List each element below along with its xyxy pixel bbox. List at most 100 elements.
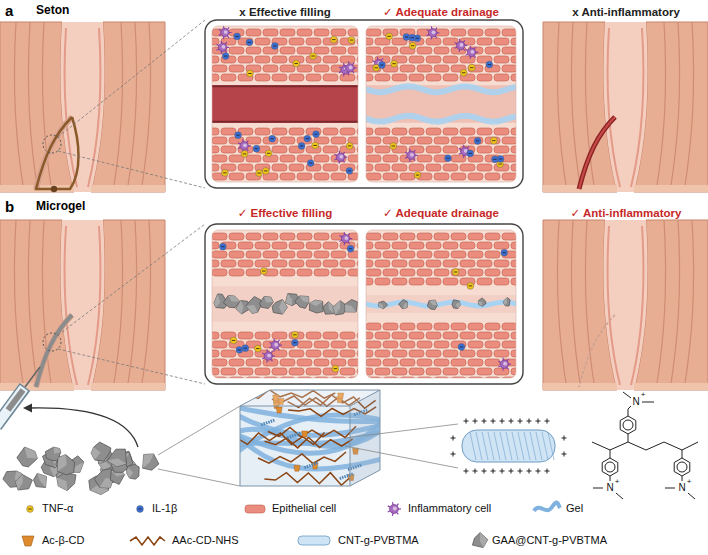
epithelial-cell: [443, 278, 458, 285]
nanotube-lattice: [512, 432, 518, 460]
positive-charge: [473, 419, 478, 424]
epithelial-cell: [366, 350, 373, 357]
particle-facet: [214, 294, 220, 308]
positive-charge: [451, 452, 456, 457]
epithelial-cell: [297, 269, 312, 276]
nanotube-lattice: [482, 432, 488, 460]
muscle-band: [127, 22, 137, 192]
charge-mark: [224, 56, 227, 57]
epithelial-cell: [434, 173, 449, 180]
muscle-band: [656, 22, 666, 192]
tissue-ground: [212, 230, 358, 378]
epithelial-cell: [255, 368, 270, 375]
epithelial-cell: [280, 65, 295, 72]
epithelial-cell: [451, 29, 466, 36]
epithelial-cell: [323, 128, 338, 135]
charge-mark: [416, 175, 419, 176]
epithelial-cell: [289, 242, 304, 249]
particle-facet: [57, 455, 66, 472]
mucosa: [607, 226, 620, 385]
il-1beta: [236, 346, 243, 353]
epithelial-cell: [426, 146, 441, 153]
epithelial-cell: [255, 242, 270, 249]
inflammatory-cell: [264, 352, 272, 360]
epithelial-cell: [383, 173, 398, 180]
benzene-ring: [602, 458, 618, 476]
epithelial-cell: [460, 368, 475, 375]
aromatic-circle: [623, 420, 633, 430]
epithelial-cell: [477, 332, 492, 339]
legend-text: CNT-g-PVBTMA: [338, 534, 419, 547]
epithelial-cell: [255, 38, 270, 45]
anal-canal: [604, 220, 648, 390]
epithelial-cell: [400, 233, 415, 240]
epithelial-cell: [485, 251, 500, 258]
outcome-heading: x Effective filling: [239, 6, 330, 19]
drainage-fluid: [366, 302, 516, 306]
il-1beta: [269, 135, 276, 142]
cell-nucleus: [471, 50, 475, 54]
particle-facet: [379, 302, 384, 308]
epithelial-cell: [255, 56, 270, 63]
positive-charge: [482, 419, 487, 424]
epithelial-cell: [392, 332, 407, 339]
epithelial-cell: [434, 47, 449, 54]
epithelial-cell: [392, 278, 407, 285]
tissue-ground: [212, 26, 358, 182]
epithelial-cell: [272, 146, 287, 153]
epithelial-cell: [477, 38, 492, 45]
epithelial-cell: [375, 146, 390, 153]
muscle-band: [28, 22, 38, 192]
cell-nucleus: [221, 45, 225, 49]
charge-mark: [293, 334, 296, 335]
epithelial-cell: [246, 137, 261, 144]
microgel-particle: [57, 455, 74, 475]
epithelial-cell: [280, 29, 295, 36]
epithelial-cell: [229, 173, 244, 180]
charge-mark: [392, 63, 395, 64]
epithelial-cell: [409, 128, 424, 135]
drainage-fluid: [366, 116, 516, 122]
mucosa: [631, 226, 644, 385]
epithelial-cell: [366, 137, 381, 144]
charge-mark: [248, 42, 251, 43]
epithelial-cell: [306, 38, 321, 45]
il-1beta: [379, 62, 386, 69]
charge-mark: [349, 248, 352, 249]
cell-nucleus: [224, 30, 228, 34]
epithelial-cell: [460, 332, 475, 339]
epithelial-cell: [221, 128, 236, 135]
epithelial-cell: [383, 323, 398, 330]
microgel-particle: [379, 301, 388, 309]
tnf-alpha: [332, 365, 339, 372]
bond: [682, 450, 683, 458]
particle-facet: [57, 478, 67, 491]
tnf-alpha: [265, 150, 272, 157]
epithelial-cell: [246, 233, 261, 240]
epithelial-cell: [255, 74, 270, 81]
epithelial-cell: [306, 242, 321, 249]
epithelial-cell: [297, 47, 312, 54]
epithelial-cell: [314, 269, 329, 276]
epithelial-cell: [477, 260, 492, 267]
seton: [56, 117, 79, 189]
outcome-heading: x Anti-inflammatory: [572, 6, 680, 19]
epithelial-cell: [212, 359, 227, 366]
epithelial-cell: [392, 350, 407, 357]
epithelial-cell: [272, 260, 287, 267]
il-1beta: [253, 145, 260, 152]
epithelial-cell: [212, 251, 227, 258]
epithelial-cell: [212, 269, 227, 276]
epithelial-cell: [477, 146, 492, 153]
epithelial-cell: [511, 350, 516, 357]
cell-nucleus: [460, 43, 464, 47]
particle-facet: [456, 301, 460, 308]
epithelial-cell: [468, 233, 483, 240]
tnf-alpha: [386, 33, 393, 40]
charge-mark: [503, 252, 506, 253]
epithelial-cell: [263, 233, 278, 240]
epithelial-cell: [494, 278, 509, 285]
tnf-alpha: [230, 337, 237, 344]
particle-facet: [310, 300, 323, 306]
charge-mark: [248, 73, 251, 74]
